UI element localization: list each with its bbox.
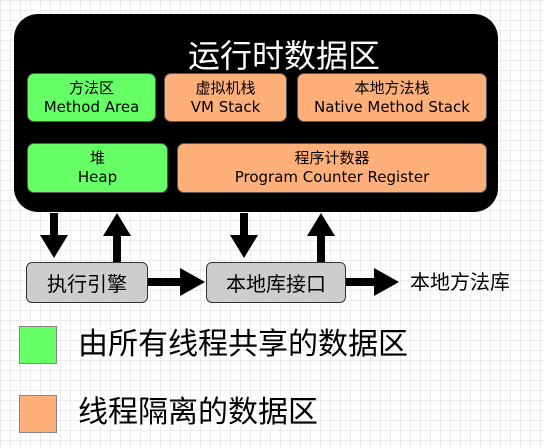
heap-en: Heap bbox=[77, 168, 118, 186]
legend-swatch-isolated bbox=[19, 395, 57, 433]
legend-swatch-shared bbox=[19, 326, 57, 364]
legend-label-isolated: 线程隔离的数据区 bbox=[78, 395, 318, 430]
arrow-right-to-native-library bbox=[346, 268, 399, 296]
execution-engine-box: 执行引擎 bbox=[26, 262, 148, 303]
vm-stack-zh: 虚拟机栈 bbox=[195, 78, 256, 97]
program-counter-register-zh: 程序计数器 bbox=[294, 149, 370, 167]
method-area-en: Method Area bbox=[43, 97, 140, 116]
native-method-stack-en: Native Method Stack bbox=[314, 97, 470, 116]
native-library-label: 本地方法库 bbox=[410, 270, 510, 294]
program-counter-register-box: 程序计数器 Program Counter Register bbox=[177, 143, 487, 193]
native-method-stack-zh: 本地方法栈 bbox=[354, 78, 430, 97]
program-counter-register-en: Program Counter Register bbox=[234, 168, 430, 186]
method-area-zh: 方法区 bbox=[68, 78, 114, 97]
heap-box: 堆 Heap bbox=[27, 143, 168, 193]
arrow-right-to-native-interface bbox=[148, 268, 205, 296]
arrow-up-from-native-interface bbox=[307, 213, 335, 262]
native-interface-label: 本地库接口 bbox=[226, 272, 326, 296]
vm-stack-box: 虚拟机栈 VM Stack bbox=[164, 73, 287, 122]
vm-stack-en: VM Stack bbox=[190, 97, 261, 116]
arrow-down-to-native-interface bbox=[230, 213, 258, 258]
native-method-stack-box: 本地方法栈 Native Method Stack bbox=[297, 73, 487, 122]
method-area-box: 方法区 Method Area bbox=[27, 73, 156, 122]
heap-zh: 堆 bbox=[89, 149, 105, 167]
arrow-up-from-execution-engine bbox=[103, 213, 131, 262]
native-interface-box: 本地库接口 bbox=[206, 262, 346, 303]
execution-engine-label: 执行引擎 bbox=[47, 272, 127, 296]
arrow-down-to-execution-engine bbox=[40, 213, 68, 258]
legend-label-shared: 由所有线程共享的数据区 bbox=[78, 327, 408, 362]
